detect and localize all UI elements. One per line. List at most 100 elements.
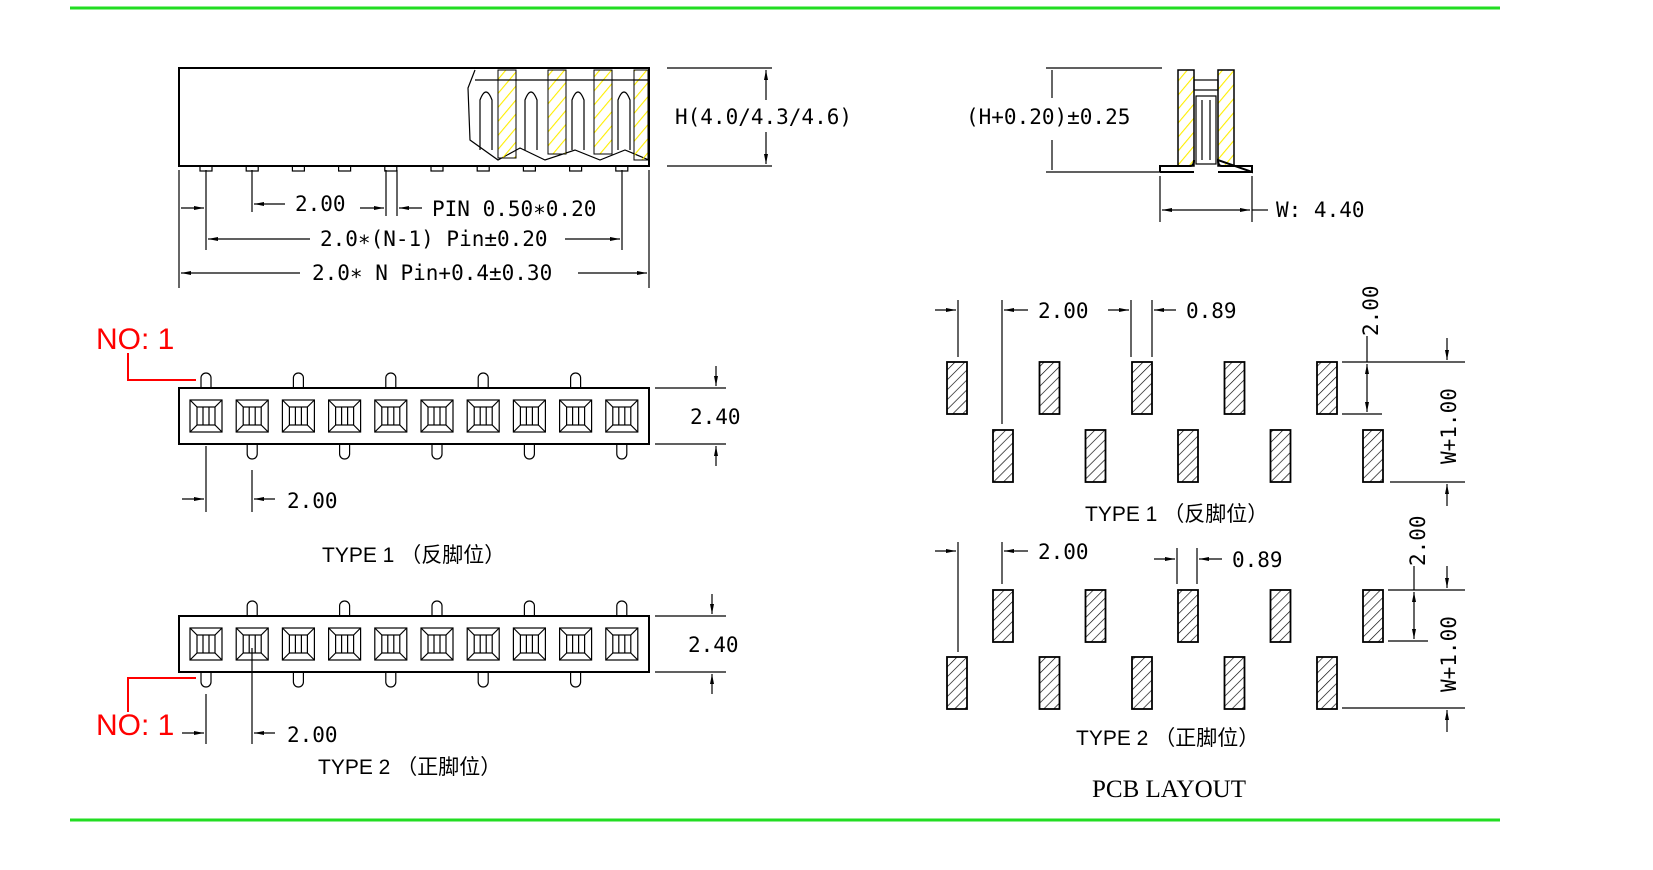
pin [246,600,258,616]
row-span-label: W+1.00 [1437,388,1461,464]
socket [328,399,362,433]
socket [235,399,269,433]
height-label: H(4.0/4.3/4.6) [675,105,852,129]
pin [385,372,397,388]
pin-size-label: PIN 0.50∗0.20 [432,197,596,221]
pad [1038,361,1061,415]
pin-stub [384,165,398,172]
socket [420,627,454,661]
socket-height-label: 2.40 [688,633,739,657]
pitch-label: 2.00 [287,723,338,747]
socket [281,627,315,661]
pad [1362,429,1384,483]
pad [1038,656,1061,710]
pad [1316,361,1338,415]
pitch-label: 2.00 [287,489,338,513]
pin1-leader [127,353,196,381]
pin [385,672,397,688]
socket [605,399,639,433]
socket [558,627,593,661]
socket [466,627,500,661]
pad [1177,589,1199,643]
pin-stub [338,165,352,172]
socket [420,399,454,433]
caption: TYPE 2 （正脚位） [1076,727,1259,750]
pin1-label: NO: 1 [96,323,174,356]
socket [281,399,315,433]
housing-body [178,67,650,167]
pad-array [946,589,1384,710]
pad [1177,429,1199,483]
pin [616,600,628,616]
pin [570,672,582,688]
top-view-type1: NO: 1 2.40 2.00 TYPE 1 （反脚位） [96,323,741,567]
socket [189,399,223,433]
pin [477,672,489,688]
socket [466,399,500,433]
pad [1269,589,1292,643]
span-label: 2.0∗(N-1) Pin±0.20 [320,227,548,251]
pin-stubs [200,372,628,460]
socket [512,627,547,661]
socket [605,627,639,661]
pad [1084,589,1107,643]
socket-row [189,627,639,661]
pin-stub [430,165,444,172]
pad-length-label: 2.00 [1359,285,1383,336]
pad-array [946,361,1384,483]
pcb-type2: 2.00 0.89 2.00 W+1.00 TYPE 2 （正脚位） [935,515,1465,750]
caption: TYPE 1 （反脚位） [1085,503,1268,526]
top-view-type2: NO: 1 2.40 2.00 TYPE 2 （正脚位） [96,594,739,779]
pin [431,600,443,616]
side-width-label: W: 4.40 [1276,198,1365,222]
socket [558,399,593,433]
row-span-label: W+1.00 [1437,616,1461,692]
pin [200,372,212,388]
pad [992,429,1014,483]
pin [339,444,351,460]
pin [339,600,351,616]
length-label: 2.0∗ N Pin+0.4±0.30 [312,261,552,285]
pin-stub [522,165,537,172]
pin [200,672,212,688]
socket [189,627,223,661]
pitch-label: 2.00 [295,192,346,216]
pad-width-label: 0.89 [1232,548,1283,572]
pin [292,672,304,688]
socket [328,627,362,661]
side-view: (H+0.20)±0.25 W: 4.40 [966,67,1365,222]
pin [523,600,535,616]
side-height-label: (H+0.20)±0.25 [966,105,1130,129]
pin1-leader [127,677,196,712]
socket-height-label: 2.40 [690,405,741,429]
cutaway-section [467,69,650,161]
pad [1223,361,1246,415]
caption: TYPE 1 （反脚位） [322,544,505,567]
pcb-type1: 2.00 0.89 2.00 W+1.00 TYPE 1 （反脚位） [935,285,1465,526]
pad [992,589,1014,643]
pad [1362,589,1384,643]
socket-row [189,399,639,433]
socket [512,399,547,433]
pin [477,372,489,388]
front-view: 2.00 PIN 0.50∗0.20 2.0∗(N-1) Pin±0.20 2.… [178,67,852,288]
pad-length-label: 2.00 [1406,515,1430,566]
socket [374,399,408,433]
pitch-label: 2.00 [1038,299,1089,323]
pad [1316,656,1338,710]
socket [374,627,408,661]
pad [1269,429,1292,483]
pad [1131,656,1153,710]
pcb-layout-title: PCB LAYOUT [1092,776,1246,803]
pin [570,372,582,388]
pin-stub [291,165,305,172]
pad [946,656,968,710]
pad-width-label: 0.89 [1186,299,1237,323]
pad [1223,656,1246,710]
pitch-label: 2.00 [1038,540,1089,564]
pin [246,444,258,460]
pad [946,361,968,415]
pin1-label: NO: 1 [96,709,174,742]
pin-stubs [200,600,628,688]
